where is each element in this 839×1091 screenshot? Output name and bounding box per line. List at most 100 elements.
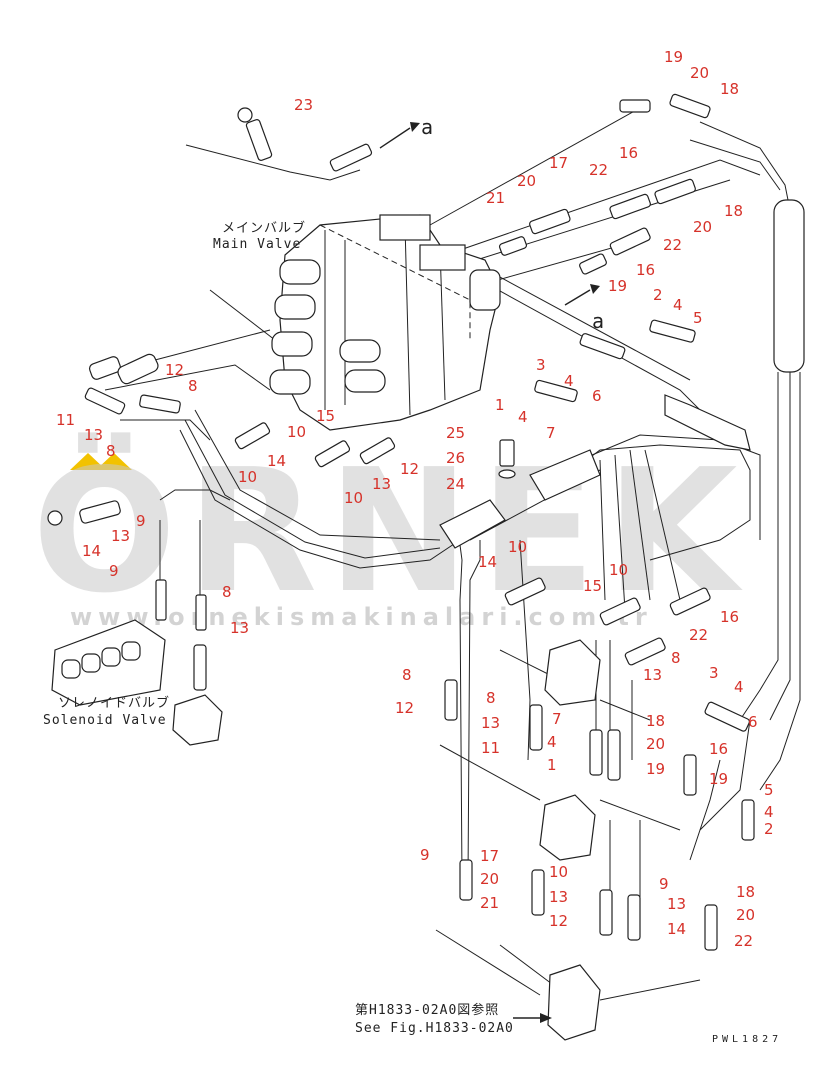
fitting-15 [314,440,351,468]
callout: 4 [673,296,683,314]
callout: 13 [230,619,249,637]
hose-long-vertical-left [467,540,481,881]
hose-top-diagonal [429,107,641,226]
fitting-11 [88,356,122,380]
callout: 8 [486,689,496,707]
solenoid-fitting [193,644,207,691]
main-valve-spool-4 [269,369,311,395]
vertical-end-13-lower [599,889,613,936]
callout: 8 [188,377,198,395]
callout: 4 [547,733,557,751]
sleeve-mid-left [439,499,506,549]
callout: 8 [671,649,681,667]
solenoid-coil-4 [121,641,141,661]
callout: 19 [608,277,627,295]
callout: 14 [82,542,101,560]
callout: 6 [748,713,758,731]
fitting-19-mid [579,253,607,275]
callout: 16 [636,261,655,279]
callout: 18 [736,883,755,901]
hose-lower-right-2 [699,719,751,831]
callout: 22 [734,932,753,950]
hose-sleeves [439,394,751,549]
callout: 4 [518,408,528,426]
leader-mid-block [439,744,541,801]
callout: 7 [546,424,556,442]
fitting-13-mid [359,437,396,465]
main-valve-label-en: Main Valve [213,237,301,252]
hose-left-loop-3 [194,409,441,541]
hose-right-vertical-1 [739,372,779,721]
drawing-code: PWL1827 [712,1034,782,1045]
callout: 13 [481,714,500,732]
solenoid-coil-1 [61,659,81,679]
callout: 10 [609,561,628,579]
see-fig-label-en: See Fig.H1833-02A0 [355,1021,514,1036]
vertical-end-1 [589,729,603,776]
leader-left-11 [104,364,271,391]
solenoid-valve-label-jp: ソレノイドバルブ [58,695,170,711]
hose-right-vertical-3 [769,372,791,721]
callout: 25 [446,424,465,442]
callout: 19 [646,760,665,778]
callout: 16 [720,608,739,626]
main-valve-label-jp: メインバルブ [222,220,306,236]
leader-bottom-left [435,929,541,996]
bolt-25 [499,439,515,467]
fitting-23-nut [237,107,253,123]
callout: 20 [517,172,536,190]
fitting-8-left [139,394,181,414]
callout: 13 [372,475,391,493]
callout: 13 [111,527,130,545]
fitting-20-top [669,93,711,119]
hose-sleeve-vertical [773,199,805,373]
callout: 17 [549,154,568,172]
hose-mid-bundle-1 [559,444,751,561]
hose-drop-2 [614,454,626,611]
callout: 3 [709,664,719,682]
main-valve-spool-6 [344,369,386,393]
fitting-23-end [329,143,373,172]
callout: 22 [663,236,682,254]
callout: 20 [646,735,665,753]
callout: 10 [508,538,527,556]
fitting-10-left [234,422,271,450]
callout: 14 [667,920,686,938]
fitting-8-mid [624,637,666,666]
hose-drop-4 [644,449,681,601]
leader-bottom-right [599,979,701,1001]
arrow-see-fig-head [540,1013,552,1023]
arrow-a-top-label: a [421,115,434,139]
callout: 16 [619,144,638,162]
hose-drop-1 [599,459,606,601]
fitting-15-mid [599,597,641,626]
vertical-end-16 [683,754,697,796]
leader-main-valve-left [209,289,276,341]
callout: 13 [667,895,686,913]
fitting-22-top [654,178,696,205]
fitting-9-down [155,579,167,621]
callout-numbers: 19 20 18 23 17 16 20 21 22 18 22 20 16 1… [56,48,774,950]
fitting-16-mid [609,227,651,256]
fitting-23-elbow [245,119,273,161]
callout: 17 [480,847,499,865]
callout: 12 [549,912,568,930]
callout: 4 [564,372,574,390]
callout: 9 [420,846,430,864]
fitting-8-down [195,594,207,631]
callout: 19 [664,48,683,66]
callout: 5 [764,781,774,799]
callout: 10 [238,468,257,486]
leader-lines [104,289,701,1001]
callout: 18 [724,202,743,220]
main-valve-section-line-4 [439,247,446,401]
hose-fittings [47,93,750,732]
vertical-end-14-lower [627,894,641,941]
fitting-4-right [649,319,696,343]
callout: 14 [267,452,286,470]
hose-right-vertical-2 [759,372,801,791]
callout: 13 [549,888,568,906]
watermark-brand: ÖRNEK [32,432,748,631]
